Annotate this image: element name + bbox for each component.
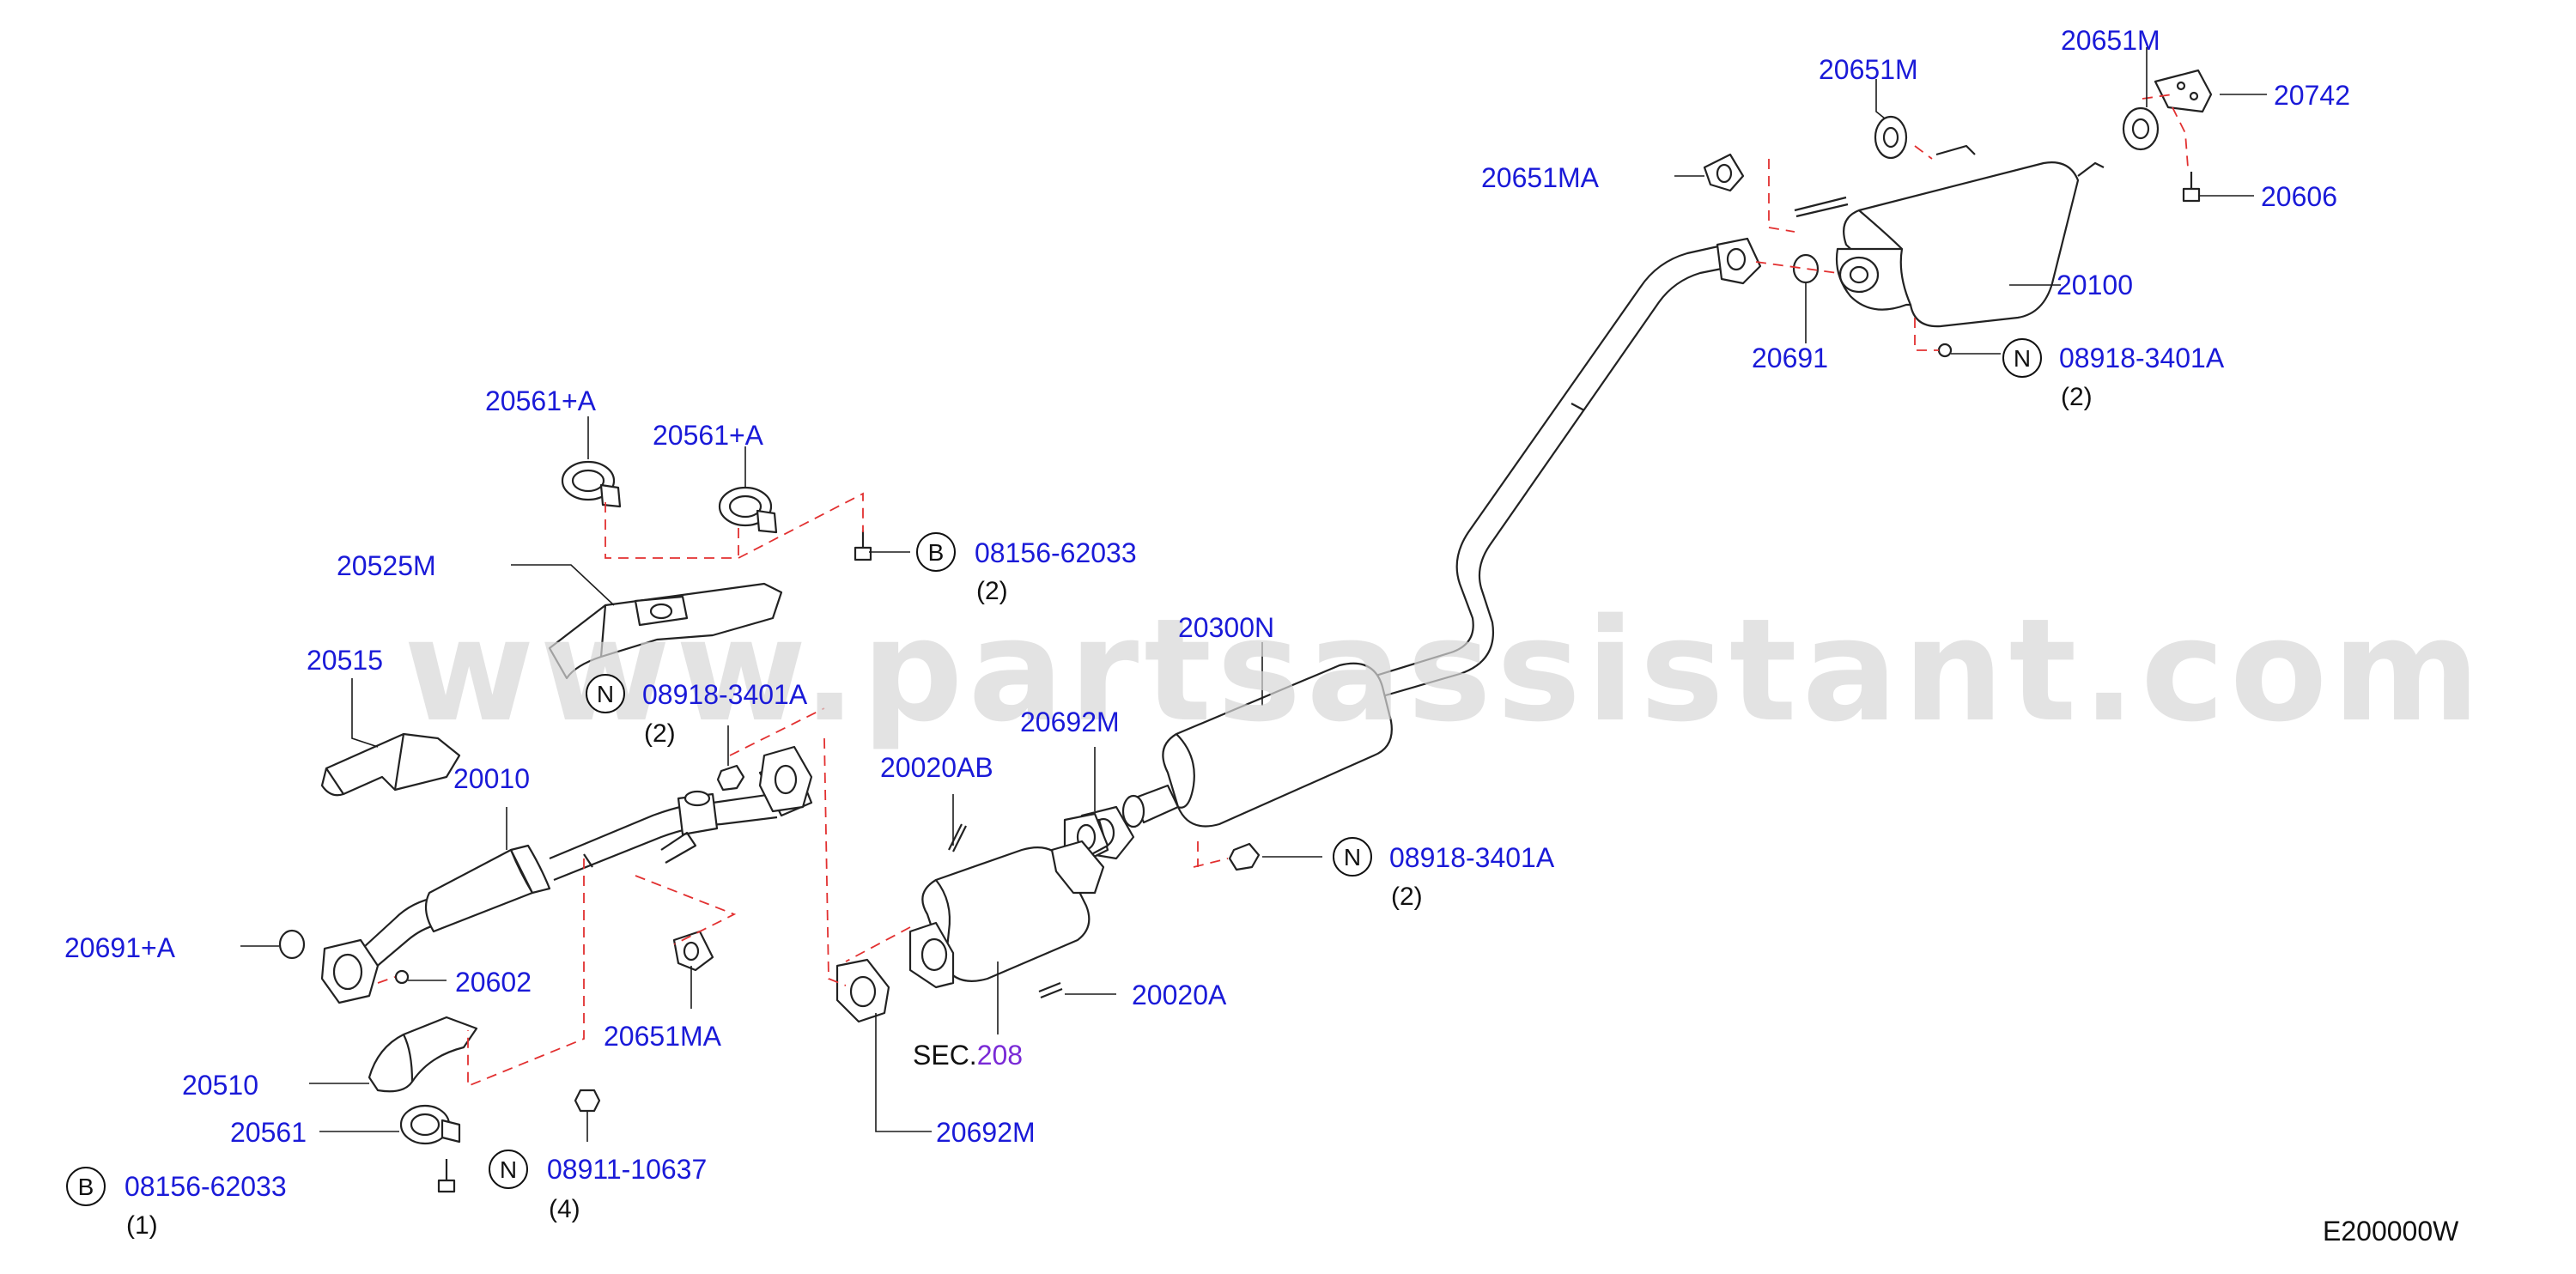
mount-20651MA-lower <box>672 930 714 972</box>
label-20651M-a: 20651M <box>1819 54 1918 85</box>
label-20020AB: 20020AB <box>880 752 993 783</box>
label-20691A: 20691+A <box>64 932 176 963</box>
label-20651MA-low: 20651MA <box>604 1021 722 1052</box>
nut-08918-3401A-mid <box>716 764 745 792</box>
qty-08918-3401A-top: (2) <box>2061 383 2093 411</box>
clamp-20561A-a <box>561 460 622 508</box>
qty-08918-3401A-right: (2) <box>1391 883 1423 911</box>
label-20100: 20100 <box>2057 270 2133 300</box>
nut-20602 <box>394 969 410 985</box>
rear-flange <box>1716 237 1762 285</box>
label-20561A-a: 20561+A <box>485 385 597 416</box>
nut-symbol-top: N <box>2014 345 2031 372</box>
catalytic-converter-sec208 <box>908 840 1105 989</box>
pipe-20515 <box>320 732 461 797</box>
clamp-20561 <box>399 1104 461 1145</box>
leader-lines <box>240 47 2267 1142</box>
nut-08918-3401A-top <box>1937 343 1953 358</box>
nut-callout-top: N 08918-3401A (2) <box>2002 338 2225 411</box>
label-20606: 20606 <box>2261 181 2337 212</box>
label-08918-3401A-top: 08918-3401A <box>2059 343 2225 373</box>
label-20020A: 20020A <box>1132 980 1227 1010</box>
mount-20651M-a <box>1874 115 1908 160</box>
part-labels: 20651M 20651M 20742 20651MA 20606 20100 … <box>64 25 2459 1247</box>
nut-callout-mid: N 08918-3401A (2) <box>586 674 808 748</box>
nut-symbol-right: N <box>1344 844 1361 871</box>
label-08918-3401A-mid: 08918-3401A <box>642 679 808 710</box>
label-20300N: 20300N <box>1178 612 1274 643</box>
qty-08911-10637: (4) <box>549 1195 580 1223</box>
mount-20651MA-top <box>1703 153 1745 192</box>
label-08911-10637: 08911-10637 <box>547 1154 707 1185</box>
label-20651MA-top: 20651MA <box>1481 162 1600 193</box>
label-20561A-b: 20561+A <box>653 420 764 451</box>
bolt-callout-low: B 08156-62033 (1) <box>66 1167 287 1240</box>
qty-08156-62033-top: (2) <box>976 577 1008 605</box>
nut-symbol-low: N <box>500 1156 517 1183</box>
label-08156-62033-top: 08156-62033 <box>975 537 1137 568</box>
stud-20020A <box>1038 981 1063 999</box>
qty-08918-3401A-mid: (2) <box>644 719 676 748</box>
gasket-20691 <box>1792 253 1820 284</box>
nut-callout-low: N 08911-10637 (4) <box>489 1150 707 1223</box>
label-20602: 20602 <box>455 967 532 998</box>
label-08918-3401A-right: 08918-3401A <box>1389 842 1555 873</box>
connection-lines <box>377 94 2189 1088</box>
tail-pipe-20300N <box>1339 243 1735 707</box>
diagram-code: E200000W <box>2323 1216 2459 1247</box>
gasket-20691A <box>278 929 306 960</box>
bolt-callout-top: B 08156-62033 (2) <box>916 532 1137 605</box>
label-08156-62033-low: 08156-62033 <box>125 1171 287 1202</box>
label-20742: 20742 <box>2274 80 2350 111</box>
mount-20651M-b <box>2122 106 2160 151</box>
stud-20020AB <box>948 823 967 852</box>
shield-20525M <box>548 582 783 680</box>
label-20651M-b: 20651M <box>2061 25 2160 56</box>
label-20510: 20510 <box>182 1070 258 1101</box>
label-20692M-a: 20692M <box>1020 707 1120 737</box>
sec-prefix: SEC. <box>913 1040 977 1071</box>
bolt-symbol-low: B <box>78 1174 94 1200</box>
label-sec-ref: SEC.208 <box>913 1040 1023 1071</box>
nut-08918-3401A-right <box>1228 842 1261 871</box>
label-20515: 20515 <box>307 645 383 676</box>
label-20692M-b: 20692M <box>936 1117 1036 1148</box>
nut-callout-right: N 08918-3401A (2) <box>1333 837 1555 911</box>
center-muffler-20300N <box>1121 662 1393 828</box>
bolt-08156-62033-lower <box>437 1159 456 1193</box>
label-20561: 20561 <box>230 1117 307 1148</box>
bolt-08156-62033-upper <box>854 531 872 561</box>
bolt-symbol-top: B <box>928 539 945 566</box>
sec-number: 208 <box>977 1040 1023 1071</box>
watermark-text: www.partsassistant.com <box>404 588 2485 753</box>
nut-08911-10637 <box>574 1089 601 1113</box>
label-20010: 20010 <box>453 763 530 794</box>
bracket-20742 <box>2154 69 2213 113</box>
label-20691: 20691 <box>1752 343 1828 373</box>
label-20525M: 20525M <box>337 550 436 581</box>
pipe-flange-20010 <box>758 745 813 813</box>
bolt-20606 <box>2182 172 2201 203</box>
nut-symbol-mid: N <box>597 681 614 707</box>
gasket-20692M-lower <box>835 958 890 1023</box>
front-pipe-20010 <box>343 758 813 988</box>
front-flange <box>320 938 380 1004</box>
clamp-20561A-b <box>718 486 778 534</box>
qty-08156-62033-low: (1) <box>126 1211 158 1240</box>
heat-shield-20510 <box>368 1016 478 1093</box>
